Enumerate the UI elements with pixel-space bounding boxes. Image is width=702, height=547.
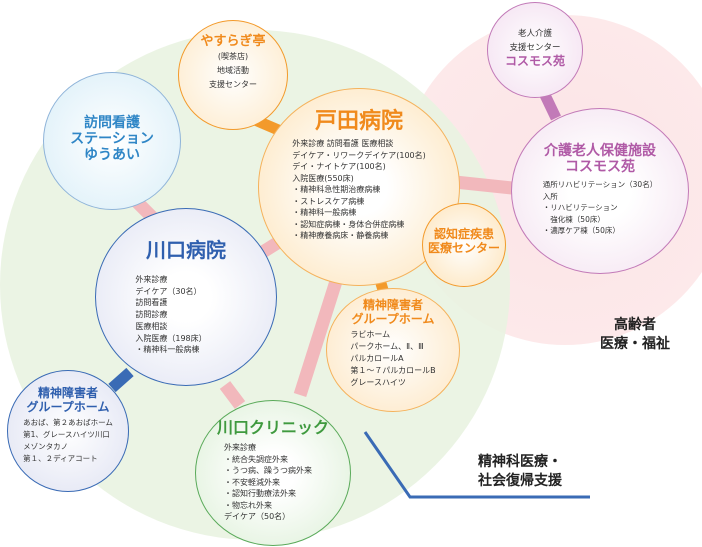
kawaguchi-line: 入院医療（198床） (135, 333, 207, 343)
toda-line: ・精神療養病床・静養病棟 (292, 231, 389, 241)
clinic-line: ・統合失調症外来 (224, 454, 288, 464)
toda-title: 戸田病院 (314, 109, 403, 134)
kaigo-title-line: コスモス苑 (565, 159, 635, 176)
gh-orange-line: パルカロールA (350, 353, 404, 363)
gh-blue-title-line: グループホーム (26, 399, 110, 414)
psych-label-line: 社会復帰支援 (478, 473, 562, 489)
kaigo-line: 通所リハビリテーション（30名） (542, 180, 658, 190)
rojin-title: コスモス苑 (504, 54, 565, 68)
yasuragi-line: (喫茶店) (217, 51, 249, 61)
gh-orange-line: パークホーム、Ⅱ、Ⅲ (350, 341, 424, 351)
gh-blue-line: 第1、グレースハイツ川口 (23, 429, 110, 439)
kaigo-line: 入所 (542, 191, 558, 201)
kawaguchi-line: 医療相談 (135, 321, 168, 331)
node-houmon-kango[interactable]: 訪問看護 ステーション ゆうあい (43, 72, 181, 210)
gh-orange-title-line: 精神障害者 (362, 298, 423, 312)
node-group-home-kawaguchi[interactable]: 精神障害者 グループホーム あおば、第２あおばホーム 第1、グレースハイツ川口 … (7, 370, 129, 492)
dementia-title-line: 医療センター (427, 240, 500, 255)
kaigo-line: 強化棟（50床） (542, 214, 605, 224)
clinic-line: 外来診療 (224, 443, 256, 453)
link-kawaguchi-clinic (219, 381, 246, 409)
clinic-line: ・不安軽減外来 (224, 477, 280, 487)
houmon-title-line: 訪問看護 (84, 115, 140, 131)
gh-blue-line: あおば、第２あおばホーム (23, 417, 113, 427)
psych-label-pointer (363, 431, 590, 499)
clinic-line: ・物忘れ外来 (224, 500, 272, 510)
clinic-line: デイケア（50名） (224, 512, 291, 522)
link-toda-kaigo (454, 175, 513, 195)
gh-orange-line: ラビホーム (350, 329, 391, 339)
kawaguchi-title: 川口病院 (146, 238, 226, 262)
kawaguchi-line: 訪問診療 (135, 310, 168, 320)
gh-orange-line: 第１〜７パルカロールB (350, 365, 436, 375)
toda-line: ・認知症病棟・身体合併症病棟 (292, 219, 405, 229)
kaigo-line: ・濃厚ケア棟（50床） (542, 226, 620, 236)
toda-line: デイ・ナイトケア(100名) (292, 162, 386, 172)
node-yasuragi-tei[interactable]: やすらぎ亭 (喫茶店) 地域活動 支援センター (178, 20, 288, 130)
toda-line: 外来診療 訪問看護 医療相談 (292, 139, 394, 149)
gh-orange-line: グレースハイツ (350, 377, 406, 387)
yasuragi-title: やすらぎ亭 (200, 34, 266, 49)
toda-line: 入院医療(550床) (292, 173, 354, 183)
kawaguchi-line: 外来診療 (135, 275, 168, 284)
toda-line: ・精神科一般病棟 (292, 208, 357, 218)
toda-line: デイケア・リワークデイケア(100名) (292, 150, 426, 160)
kaigo-title-line: 介護老人保健施設 (544, 143, 656, 159)
kawaguchi-line: 訪問看護 (135, 298, 168, 308)
yasuragi-line: 支援センター (209, 79, 257, 89)
gh-blue-title-line: 精神障害者 (37, 386, 98, 400)
gh-orange-title-line: グループホーム (351, 311, 435, 326)
gh-blue-line: メゾンタカノ (23, 441, 69, 451)
toda-line: ・ストレスケア病棟 (292, 196, 365, 206)
psych-care-label: 精神科医療・ 社会復帰支援 (455, 453, 585, 491)
gh-blue-line: 第１、２ディアコート (23, 453, 98, 463)
link-rojin-kaigo (540, 92, 561, 121)
yasuragi-line: 地域活動 (217, 65, 249, 75)
clinic-line: ・うつ病、躁うつ病外来 (224, 466, 312, 476)
kawaguchi-line: ・精神科一般病棟 (135, 345, 200, 355)
houmon-title-line: ゆうあい (84, 147, 140, 164)
elderly-care-label: 高齢者 医療・福祉 (585, 316, 685, 354)
node-kawaguchi-hospital[interactable]: 川口病院 外来診療 デイケア（30名） 訪問看護 訪問診療 医療相談 入院医療（… (95, 208, 277, 386)
node-kawaguchi-clinic[interactable]: 川口クリニック 外来診療 ・統合失調症外来 ・うつ病、躁うつ病外来 ・不安軽減外… (195, 400, 351, 546)
node-elderly-support-center[interactable]: 老人介護 支援センター コスモス苑 (487, 2, 583, 98)
link-kawaguchi-gh (108, 367, 134, 393)
psych-label-line: 精神科医療・ (478, 454, 562, 470)
kaigo-line: ・リハビリテーション (542, 203, 618, 213)
rojin-line: 支援センター (509, 43, 561, 53)
houmon-title-line: ステーション (70, 131, 154, 148)
elderly-label-line: 高齢者 (614, 317, 656, 333)
kawaguchi-line: デイケア（30名） (135, 286, 202, 296)
elderly-label-line: 医療・福祉 (600, 336, 670, 352)
toda-line: ・精神科急性期治療病棟 (292, 185, 381, 195)
link-toda-clinic (293, 273, 345, 397)
node-geriatric-health-facility[interactable]: 介護老人保健施設 コスモス苑 通所リハビリテーション（30名） 入所 ・リハビリ… (511, 108, 689, 274)
clinic-title: 川口クリニック (216, 418, 329, 437)
rojin-line: 老人介護 (517, 29, 552, 39)
dementia-title-line: 認知症疾患 (433, 227, 494, 241)
node-dementia-center[interactable]: 認知症疾患 医療センター (422, 203, 506, 287)
clinic-line: ・認知行動療法外来 (224, 489, 296, 499)
node-group-home-toda[interactable]: 精神障害者 グループホーム ラビホーム パークホーム、Ⅱ、Ⅲ パルカロールA 第… (326, 288, 460, 412)
